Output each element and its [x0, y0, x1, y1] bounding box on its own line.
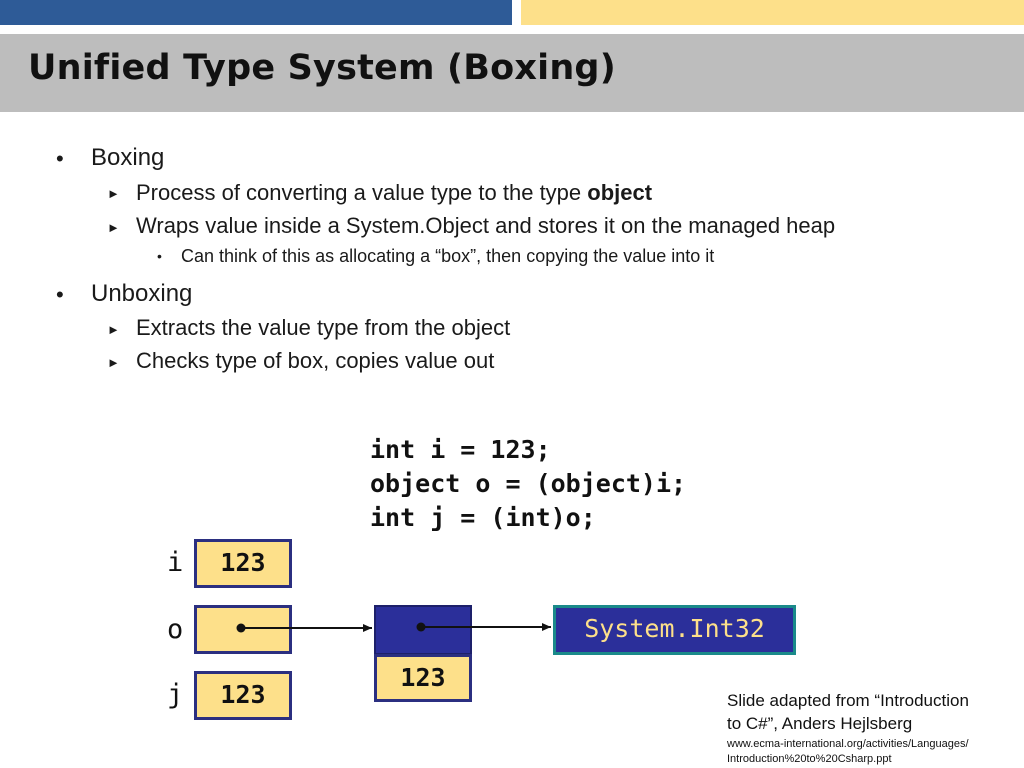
title-band — [0, 34, 1024, 112]
var-label-i: i — [167, 547, 184, 578]
type-object-label: System.Int32 — [584, 614, 765, 643]
credit-line-2: to C#”, Anders Hejlsberg — [727, 714, 913, 733]
code-line-1: int i = 123; — [370, 435, 551, 464]
slide-title: Unified Type System (Boxing) — [28, 48, 616, 88]
pointer-heap-to-type — [416, 622, 551, 632]
bullet-unboxing-sub1: Extracts the value type from the object — [136, 315, 511, 340]
bullet-dot: • — [56, 282, 64, 307]
triangle-bullet-icon: ► — [107, 220, 120, 235]
bullet-boxing: Boxing — [91, 144, 165, 171]
credit-url-line-1: www.ecma-international.org/activities/La… — [727, 738, 969, 750]
bullet-boxing-sub2-child: Can think of this as allocating a “box”,… — [181, 246, 715, 266]
bullet-boxing-sub1-bold: object — [587, 180, 653, 205]
bullet-unboxing-sub2: Checks type of box, copies value out — [136, 348, 495, 373]
bullet-dot: • — [56, 146, 64, 171]
type-object-box — [553, 605, 796, 655]
credit-url: www.ecma-international.org/activities/La… — [727, 737, 1022, 767]
credit-text: Slide adapted from “Introduction to C#”,… — [727, 689, 1022, 735]
var-label-j: j — [167, 679, 184, 710]
triangle-bullet-icon: ► — [107, 186, 120, 201]
credit-line-1: Slide adapted from “Introduction — [727, 691, 969, 710]
stack-box-j — [194, 671, 292, 720]
bullet-boxing-sub2: Wraps value inside a System.Object and s… — [136, 213, 836, 238]
top-accent-bar-blue — [0, 0, 512, 25]
code-line-2: object o = (object)i; — [370, 469, 687, 498]
bullet-boxing-sub1: Process of converting a value type to th… — [136, 180, 652, 206]
triangle-bullet-icon: ► — [107, 355, 120, 370]
credit-url-line-2: Introduction%20to%20Csharp.ppt — [727, 753, 892, 765]
pointer-o-to-heap — [236, 623, 372, 633]
stack-value-j: 123 — [220, 680, 266, 709]
top-accent-bar-yellow — [521, 0, 1024, 25]
stack-box-i — [194, 539, 292, 588]
var-label-o: o — [167, 614, 184, 645]
code-line-3: int j = (int)o; — [370, 503, 596, 532]
heap-object-value: 123 — [400, 663, 446, 692]
bullet-dot: • — [157, 248, 162, 264]
triangle-bullet-icon: ► — [107, 322, 120, 337]
bullet-unboxing: Unboxing — [91, 280, 193, 307]
stack-value-i: 123 — [220, 548, 266, 577]
bullet-boxing-sub1-text: Process of converting a value type to th… — [136, 180, 588, 205]
code-block: int i = 123; object o = (object)i; int j =… — [370, 433, 686, 535]
heap-object-value-box — [374, 654, 472, 702]
